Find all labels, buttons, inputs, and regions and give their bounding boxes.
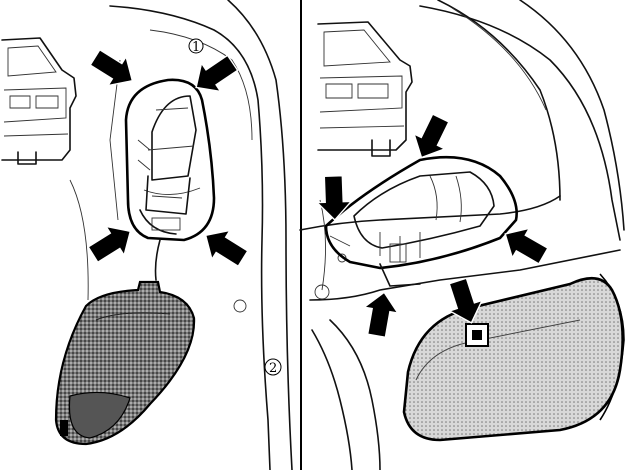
arrow-icon xyxy=(85,42,143,96)
right-panel xyxy=(299,0,625,470)
arrow-icon xyxy=(315,174,353,222)
arrow-icon xyxy=(83,216,141,270)
left-car-outline xyxy=(1,37,77,165)
right-car-outline xyxy=(317,21,413,157)
callout-left-bottom: 2 xyxy=(264,358,282,376)
lamp-mount-cavity xyxy=(324,155,518,287)
callout-number-1: 1 xyxy=(192,40,200,55)
arrow-icon xyxy=(185,48,243,103)
callout-left-top: 1 xyxy=(188,38,204,55)
detached-courtesy-lamp xyxy=(402,273,625,442)
right-body-panels xyxy=(299,0,625,470)
callout-number-2: 2 xyxy=(269,361,277,376)
lamp-wire xyxy=(154,239,161,281)
arrow-icon xyxy=(359,288,402,340)
detached-lamp-lens xyxy=(54,280,196,446)
lamp-housing xyxy=(124,78,216,242)
left-body-panels xyxy=(69,0,293,470)
left-panel: 1 2 xyxy=(1,0,293,470)
arrow-icon xyxy=(496,218,553,272)
